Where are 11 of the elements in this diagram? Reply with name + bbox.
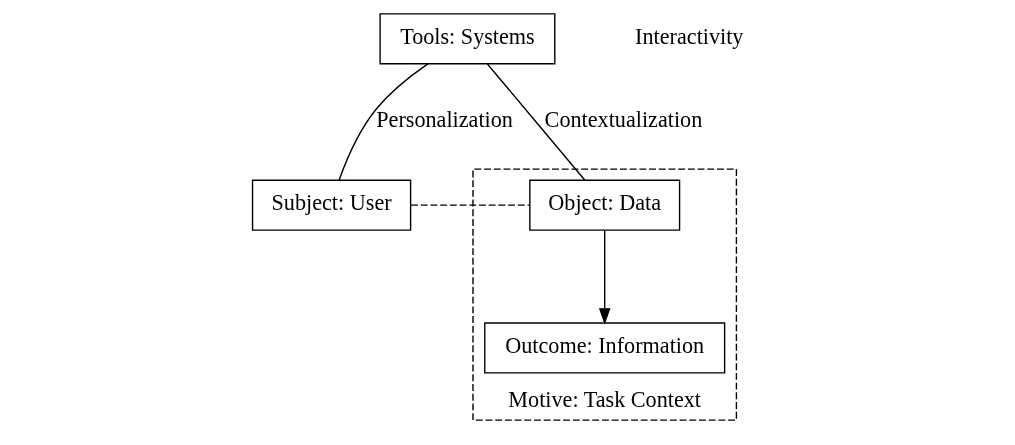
node-box: Subject: User (251, 179, 411, 231)
connector (486, 63, 585, 181)
node-box: Outcome: Information (483, 322, 725, 374)
edge-label: Personalization (375, 107, 513, 133)
arrow (598, 229, 611, 325)
connector (409, 204, 530, 206)
node-box: Tools: Systems (378, 13, 555, 65)
node-box: Object: Data (528, 179, 680, 231)
edge-label: Contextualization (544, 107, 702, 133)
connector (337, 63, 429, 181)
label: Interactivity (634, 24, 743, 50)
